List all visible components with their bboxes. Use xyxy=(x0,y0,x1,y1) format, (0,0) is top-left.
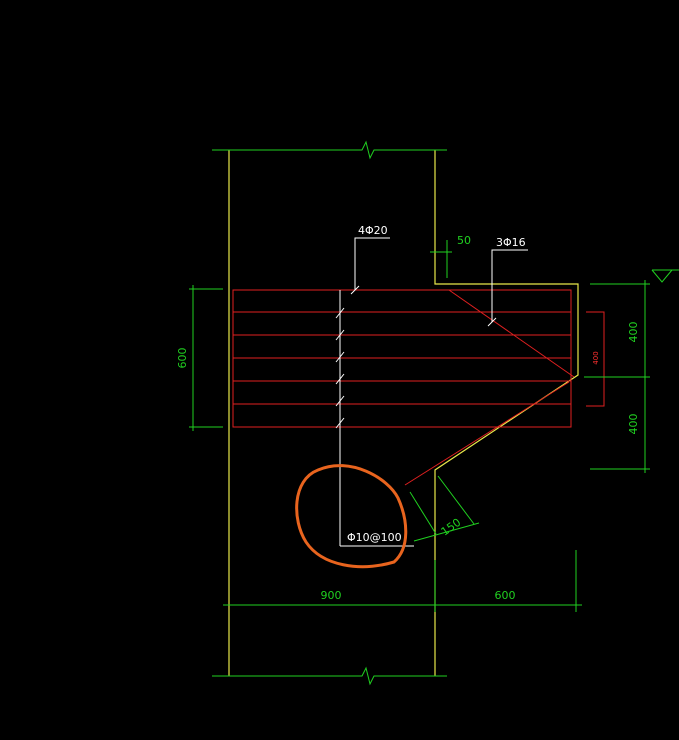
tick-2 xyxy=(335,329,345,341)
dim-150-ext-b xyxy=(409,491,437,535)
dim-text-600: 600 xyxy=(495,589,516,602)
leader-4phi20-tick xyxy=(350,285,360,295)
dim-text-50: 50 xyxy=(457,234,471,247)
tick-3 xyxy=(335,351,345,363)
leader-3phi16 xyxy=(491,249,528,322)
corbel-diagonal-bar-lower xyxy=(404,381,570,486)
leaders xyxy=(335,237,528,547)
tick-5 xyxy=(335,395,345,407)
dimensions xyxy=(189,240,679,612)
dim-text-right-upper-400: 400 xyxy=(627,322,640,343)
dim-text-right-lower-400: 400 xyxy=(627,414,640,435)
label-3phi16: 3Φ16 xyxy=(496,236,526,249)
leader-4phi20 xyxy=(354,237,390,290)
tick-1 xyxy=(335,307,345,319)
label-4phi20: 4Φ20 xyxy=(358,224,388,237)
break-lines xyxy=(212,140,447,686)
dim-text-900: 900 xyxy=(321,589,342,602)
tick-4 xyxy=(335,373,345,385)
highlight-circle xyxy=(295,464,408,569)
concrete-outline xyxy=(228,150,579,676)
dim-text-inner-400: 400 xyxy=(592,351,600,364)
tick-6 xyxy=(335,417,345,429)
rebar-group xyxy=(232,289,605,486)
label-stirrups: Φ10@100 xyxy=(347,531,402,544)
corbel-profile xyxy=(434,150,579,676)
top-break-line xyxy=(212,140,447,160)
leader-3phi16-tick xyxy=(487,317,497,327)
corbel-diagonal-bar-upper xyxy=(448,289,575,378)
dim-text-left-600: 600 xyxy=(176,348,189,369)
dim-150-line xyxy=(413,522,480,542)
bottom-break-line xyxy=(212,666,447,686)
level-triangle xyxy=(651,269,673,283)
inner-dimension-bracket xyxy=(586,311,605,407)
dim-150-ext-a xyxy=(437,475,475,525)
